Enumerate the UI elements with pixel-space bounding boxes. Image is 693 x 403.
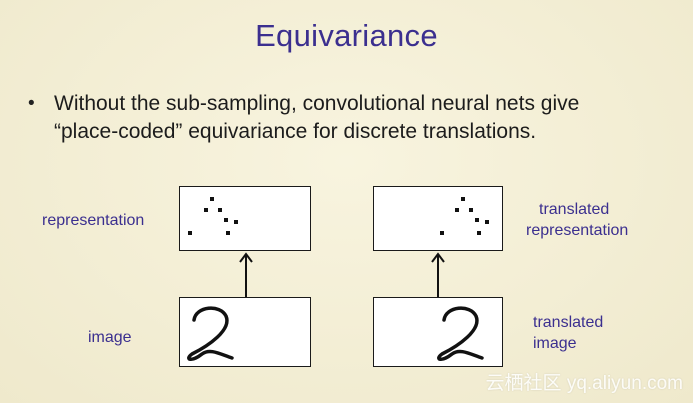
feature-dot — [485, 220, 489, 224]
image-box — [179, 297, 311, 367]
image-label: image — [88, 329, 132, 346]
representation-box — [179, 186, 311, 251]
bullet-text: Without the sub-sampling, convolutional … — [54, 90, 579, 146]
feature-dot — [475, 218, 479, 222]
feature-dot — [469, 208, 473, 212]
left-up-arrow — [239, 252, 253, 297]
feature-dot — [188, 231, 192, 235]
slide-title: Equivariance — [255, 18, 438, 53]
translated-digit-two-icon — [437, 306, 484, 361]
bullet-marker: • — [28, 93, 35, 114]
right-up-arrow — [431, 252, 445, 297]
translated-representation-dots — [440, 197, 489, 235]
translated-representation-box — [373, 186, 503, 251]
feature-dot — [224, 218, 228, 222]
watermark: 云栖社区 yq.aliyun.com — [485, 373, 683, 394]
feature-dot — [234, 220, 238, 224]
feature-dot — [210, 197, 214, 201]
representation-dots — [188, 197, 238, 235]
representation-label: representation — [42, 212, 145, 229]
bullet-line-1: Without the sub-sampling, convolutional … — [54, 92, 580, 115]
feature-dot — [455, 208, 459, 212]
feature-dot — [204, 208, 208, 212]
feature-dot — [226, 231, 230, 235]
feature-dot — [440, 231, 444, 235]
translated-image-label-line2: image — [533, 335, 577, 352]
feature-dot — [461, 197, 465, 201]
digit-two-icon — [187, 306, 234, 361]
bullet-line-2: “place-coded” equivariance for discrete … — [54, 120, 537, 143]
translated-image-box — [373, 297, 503, 367]
translated-image-label-line1: translated — [533, 314, 604, 331]
feature-dot — [218, 208, 222, 212]
translated-representation-label-line1: translated — [539, 201, 610, 218]
feature-dot — [477, 231, 481, 235]
translated-representation-label-line2: representation — [526, 222, 629, 239]
bullet-point: • Without the sub-sampling, convolutiona… — [28, 90, 678, 146]
